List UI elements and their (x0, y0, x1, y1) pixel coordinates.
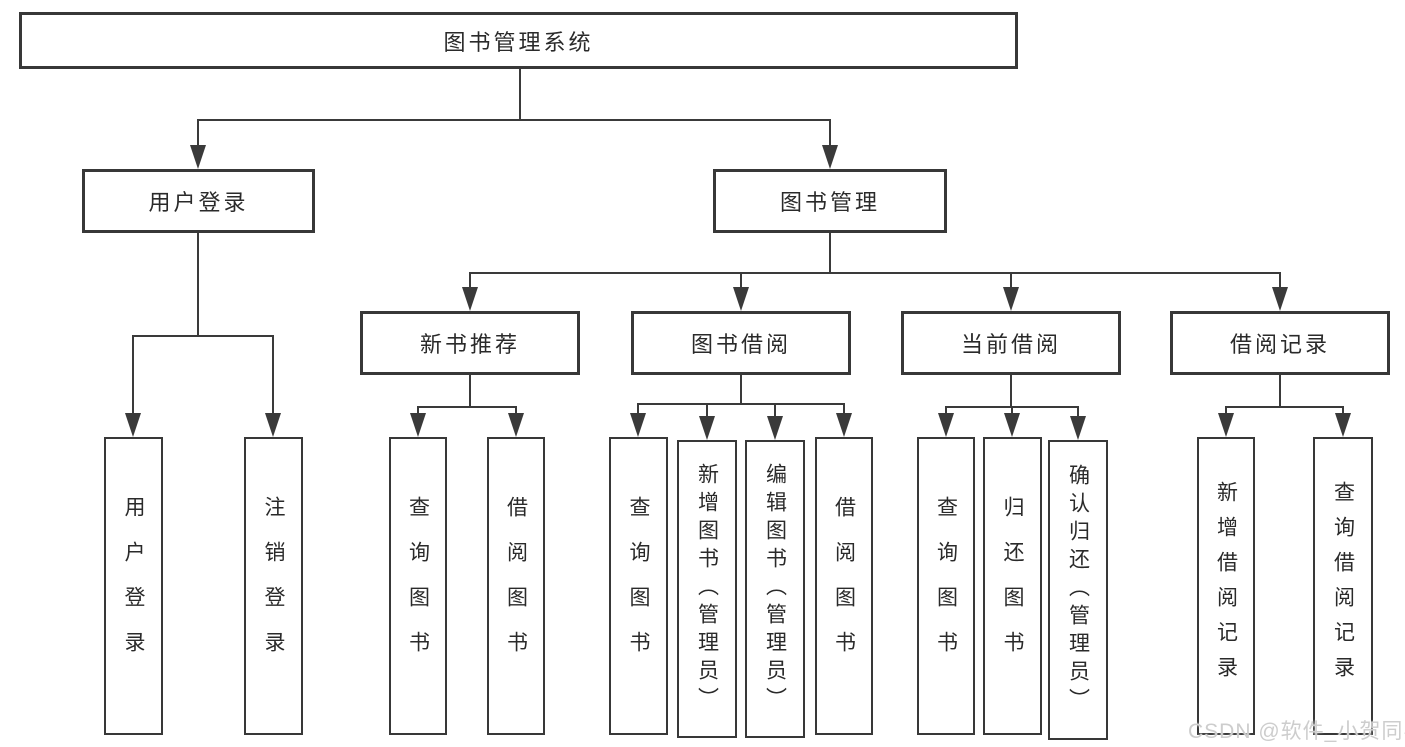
connector-bookborrow-stem (740, 375, 742, 403)
arrow-stem (1342, 406, 1344, 416)
arrowhead-down-icon (699, 416, 715, 440)
arrowhead-down-icon (1004, 413, 1020, 437)
arrowhead-down-icon (462, 287, 478, 311)
arrow-stem (469, 272, 471, 291)
arrowhead-down-icon (1335, 413, 1351, 437)
leaf-query-books-recommend: 查询图书 (389, 437, 447, 735)
node-label: 查询图书 (406, 496, 430, 676)
node-book-borrowing: 图书借阅 (631, 311, 851, 375)
leaf-borrow-books-recommend: 借阅图书 (487, 437, 545, 735)
node-label: 查询借阅记录 (1331, 481, 1355, 691)
node-label: 查询图书 (934, 496, 958, 676)
node-label: 图书管理系统 (443, 29, 594, 55)
arrow-stem (1011, 406, 1013, 416)
csdn-watermark: CSDN @软件_小贺同学 (1188, 720, 1405, 743)
arrowhead-down-icon (1070, 416, 1086, 440)
arrow-stem (1279, 272, 1281, 291)
leaf-borrow-books-borrowing: 借阅图书 (815, 437, 873, 735)
arrowhead-down-icon (1218, 413, 1234, 437)
arrow-stem (1077, 406, 1079, 419)
arrow-stem (740, 272, 742, 291)
arrowhead-down-icon (125, 413, 141, 437)
arrow-stem (774, 403, 776, 420)
leaf-query-books-borrowing: 查询图书 (609, 437, 668, 735)
arrow-stem (272, 335, 274, 417)
arrow-stem (945, 406, 947, 416)
arrowhead-down-icon (836, 413, 852, 437)
connector-userlogin-stem (197, 233, 199, 335)
node-library-management-system: 图书管理系统 (19, 12, 1018, 69)
node-label: 用户登录 (148, 190, 249, 215)
node-label: 图书借阅 (690, 332, 791, 357)
arrowhead-down-icon (265, 413, 281, 437)
node-label: 新书推荐 (419, 332, 520, 357)
leaf-user-login: 用户登录 (104, 437, 163, 735)
leaf-confirm-return-admin: 确认归还（管理员） (1048, 440, 1108, 740)
connector-bookmgmt-stem (829, 233, 831, 272)
arrowhead-down-icon (190, 145, 206, 169)
node-user-login: 用户登录 (82, 169, 315, 233)
node-label: 归还图书 (1001, 496, 1024, 676)
leaf-query-borrow-record: 查询借阅记录 (1313, 437, 1373, 735)
node-label: 新增借阅记录 (1214, 481, 1238, 691)
node-label: 借阅图书 (832, 496, 856, 676)
node-label: 确认归还（管理员） (1066, 464, 1090, 716)
arrowhead-down-icon (630, 413, 646, 437)
node-new-book-recommend: 新书推荐 (360, 311, 580, 375)
arrow-stem (1010, 272, 1012, 291)
node-label: 图书管理 (779, 190, 880, 215)
arrow-stem (843, 403, 845, 417)
node-borrowing-records: 借阅记录 (1170, 311, 1390, 375)
leaf-return-books: 归还图书 (983, 437, 1042, 735)
arrowhead-down-icon (767, 416, 783, 440)
arrow-stem (132, 335, 134, 417)
connector-userlogin-rail (132, 335, 274, 337)
arrow-stem (1225, 406, 1227, 416)
arrowhead-down-icon (822, 145, 838, 169)
node-current-borrowing: 当前借阅 (901, 311, 1121, 375)
connector-root-stem (519, 69, 521, 119)
arrowhead-down-icon (410, 413, 426, 437)
leaf-logout: 注销登录 (244, 437, 303, 735)
arrow-stem (637, 403, 639, 417)
node-label: 用户登录 (122, 496, 145, 676)
node-label: 注销登录 (262, 496, 285, 676)
connector-level3-rail (469, 272, 1281, 274)
node-label: 当前借阅 (960, 332, 1061, 357)
node-label: 借阅图书 (504, 496, 528, 676)
node-label: 新增图书（管理员） (695, 463, 719, 715)
node-label: 借阅记录 (1229, 332, 1330, 357)
arrowhead-down-icon (1272, 287, 1288, 311)
arrowhead-down-icon (733, 287, 749, 311)
node-label: 查询图书 (627, 496, 650, 676)
connector-bookborrow-rail (637, 403, 845, 405)
arrow-stem (197, 119, 199, 149)
arrow-stem (829, 119, 831, 149)
arrow-stem (706, 403, 708, 420)
connector-newbook-stem (469, 375, 471, 406)
connector-currentborrow-stem (1010, 375, 1012, 406)
arrowhead-down-icon (508, 413, 524, 437)
leaf-add-borrow-record: 新增借阅记录 (1197, 437, 1255, 735)
arrowhead-down-icon (1003, 287, 1019, 311)
leaf-add-books-admin: 新增图书（管理员） (677, 440, 737, 738)
node-label: 编辑图书（管理员） (763, 463, 787, 715)
connector-borrowrecords-rail (1225, 406, 1344, 408)
arrow-stem (515, 406, 517, 416)
connector-level2-rail (197, 119, 831, 121)
node-book-management: 图书管理 (713, 169, 947, 233)
connector-newbook-rail (417, 406, 517, 408)
arrowhead-down-icon (938, 413, 954, 437)
leaf-query-books-current: 查询图书 (917, 437, 975, 735)
connector-borrowrecords-stem (1279, 375, 1281, 406)
leaf-edit-books-admin: 编辑图书（管理员） (745, 440, 805, 738)
arrow-stem (417, 406, 419, 416)
